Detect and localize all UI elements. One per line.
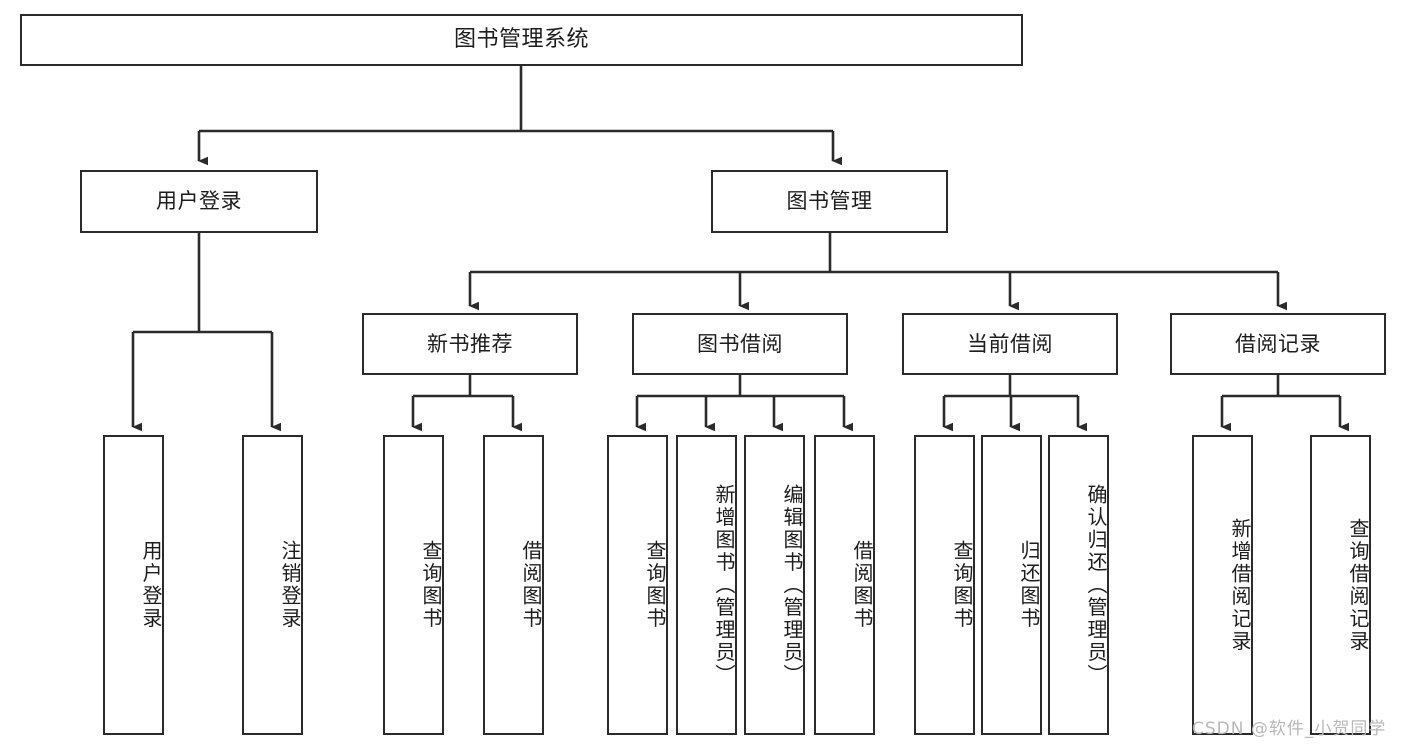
node-root-book-management-system[interactable]: 图书管理系统	[20, 14, 1023, 66]
node-label: 图书借阅	[697, 331, 783, 356]
leaf-user-login-signout[interactable]: 注销登录	[242, 435, 303, 735]
node-label: 当前借阅	[967, 331, 1053, 356]
leaf-new-book-query-book[interactable]: 查询图书	[383, 435, 444, 735]
node-label: 借阅图书	[519, 540, 543, 630]
node-user-login[interactable]: 用户登录	[80, 170, 318, 233]
node-label: 查询借阅记录	[1346, 517, 1370, 653]
csdn-watermark: CSDN @软件_小贺同学	[1192, 719, 1387, 739]
node-borrow-record[interactable]: 借阅记录	[1170, 313, 1386, 375]
node-label: 归还图书	[1017, 540, 1041, 630]
leaf-current-borrow-confirm-return-admin[interactable]: 确认归还（管理员）	[1048, 435, 1109, 735]
leaf-book-borrow-borrow-book[interactable]: 借阅图书	[814, 435, 875, 735]
leaf-user-login-signin[interactable]: 用户登录	[103, 435, 164, 735]
leaf-book-borrow-query-book[interactable]: 查询图书	[607, 435, 668, 735]
leaf-new-book-borrow-book[interactable]: 借阅图书	[483, 435, 544, 735]
node-book-management[interactable]: 图书管理	[711, 170, 948, 233]
leaf-borrow-record-add-record[interactable]: 新增借阅记录	[1192, 435, 1253, 735]
leaf-book-borrow-add-book-admin[interactable]: 新增图书（管理员）	[676, 435, 737, 735]
node-label: 借阅记录	[1235, 331, 1321, 356]
node-label: 查询图书	[419, 540, 443, 630]
node-label: 用户登录	[156, 189, 242, 214]
leaf-book-borrow-edit-book-admin[interactable]: 编辑图书（管理员）	[744, 435, 805, 735]
node-label: 图书管理系统	[453, 27, 589, 53]
node-label: 查询图书	[643, 540, 667, 630]
node-label: 新增图书（管理员）	[712, 483, 736, 687]
node-label: 用户登录	[139, 540, 163, 630]
node-label: 查询图书	[950, 540, 974, 630]
node-label: 借阅图书	[850, 540, 874, 630]
leaf-current-borrow-return-book[interactable]: 归还图书	[981, 435, 1042, 735]
node-label: 确认归还（管理员）	[1084, 483, 1108, 687]
node-label: 编辑图书（管理员）	[780, 483, 804, 687]
node-new-book-recommendation[interactable]: 新书推荐	[362, 313, 578, 375]
node-label: 新书推荐	[427, 331, 513, 356]
node-book-borrow[interactable]: 图书借阅	[632, 313, 848, 375]
leaf-borrow-record-query-record[interactable]: 查询借阅记录	[1310, 435, 1371, 735]
leaf-current-borrow-query-book[interactable]: 查询图书	[914, 435, 975, 735]
node-label: 新增借阅记录	[1228, 517, 1252, 653]
node-label: 注销登录	[278, 540, 302, 630]
node-label: 图书管理	[786, 189, 873, 214]
node-current-borrow[interactable]: 当前借阅	[902, 313, 1118, 375]
